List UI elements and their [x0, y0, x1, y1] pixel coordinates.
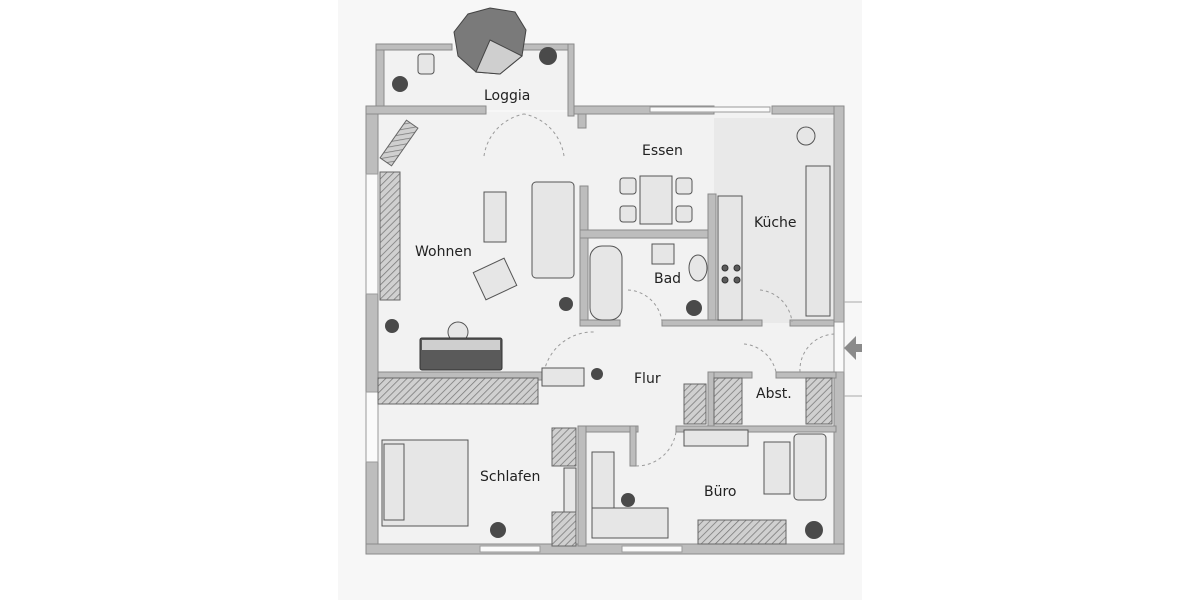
- parasol-icon: [453, 7, 527, 75]
- loggia-wall-left: [375, 43, 385, 113]
- room-label-abst: Abst.: [756, 386, 792, 402]
- room-label-schlafen: Schlafen: [480, 469, 541, 485]
- room-label-wohnen: Wohnen: [415, 244, 472, 260]
- arrow-left-icon: [844, 336, 862, 360]
- room-label-buero: Büro: [704, 484, 737, 500]
- outer-wall-left: [365, 105, 379, 553]
- outer-wall-bottom: [365, 543, 845, 555]
- room-label-bad: Bad: [654, 271, 682, 287]
- room-label-flur: Flur: [634, 371, 661, 387]
- room-label-kueche: Küche: [754, 215, 797, 231]
- room-label-essen: Essen: [642, 143, 683, 159]
- room-label-loggia: Loggia: [484, 88, 531, 104]
